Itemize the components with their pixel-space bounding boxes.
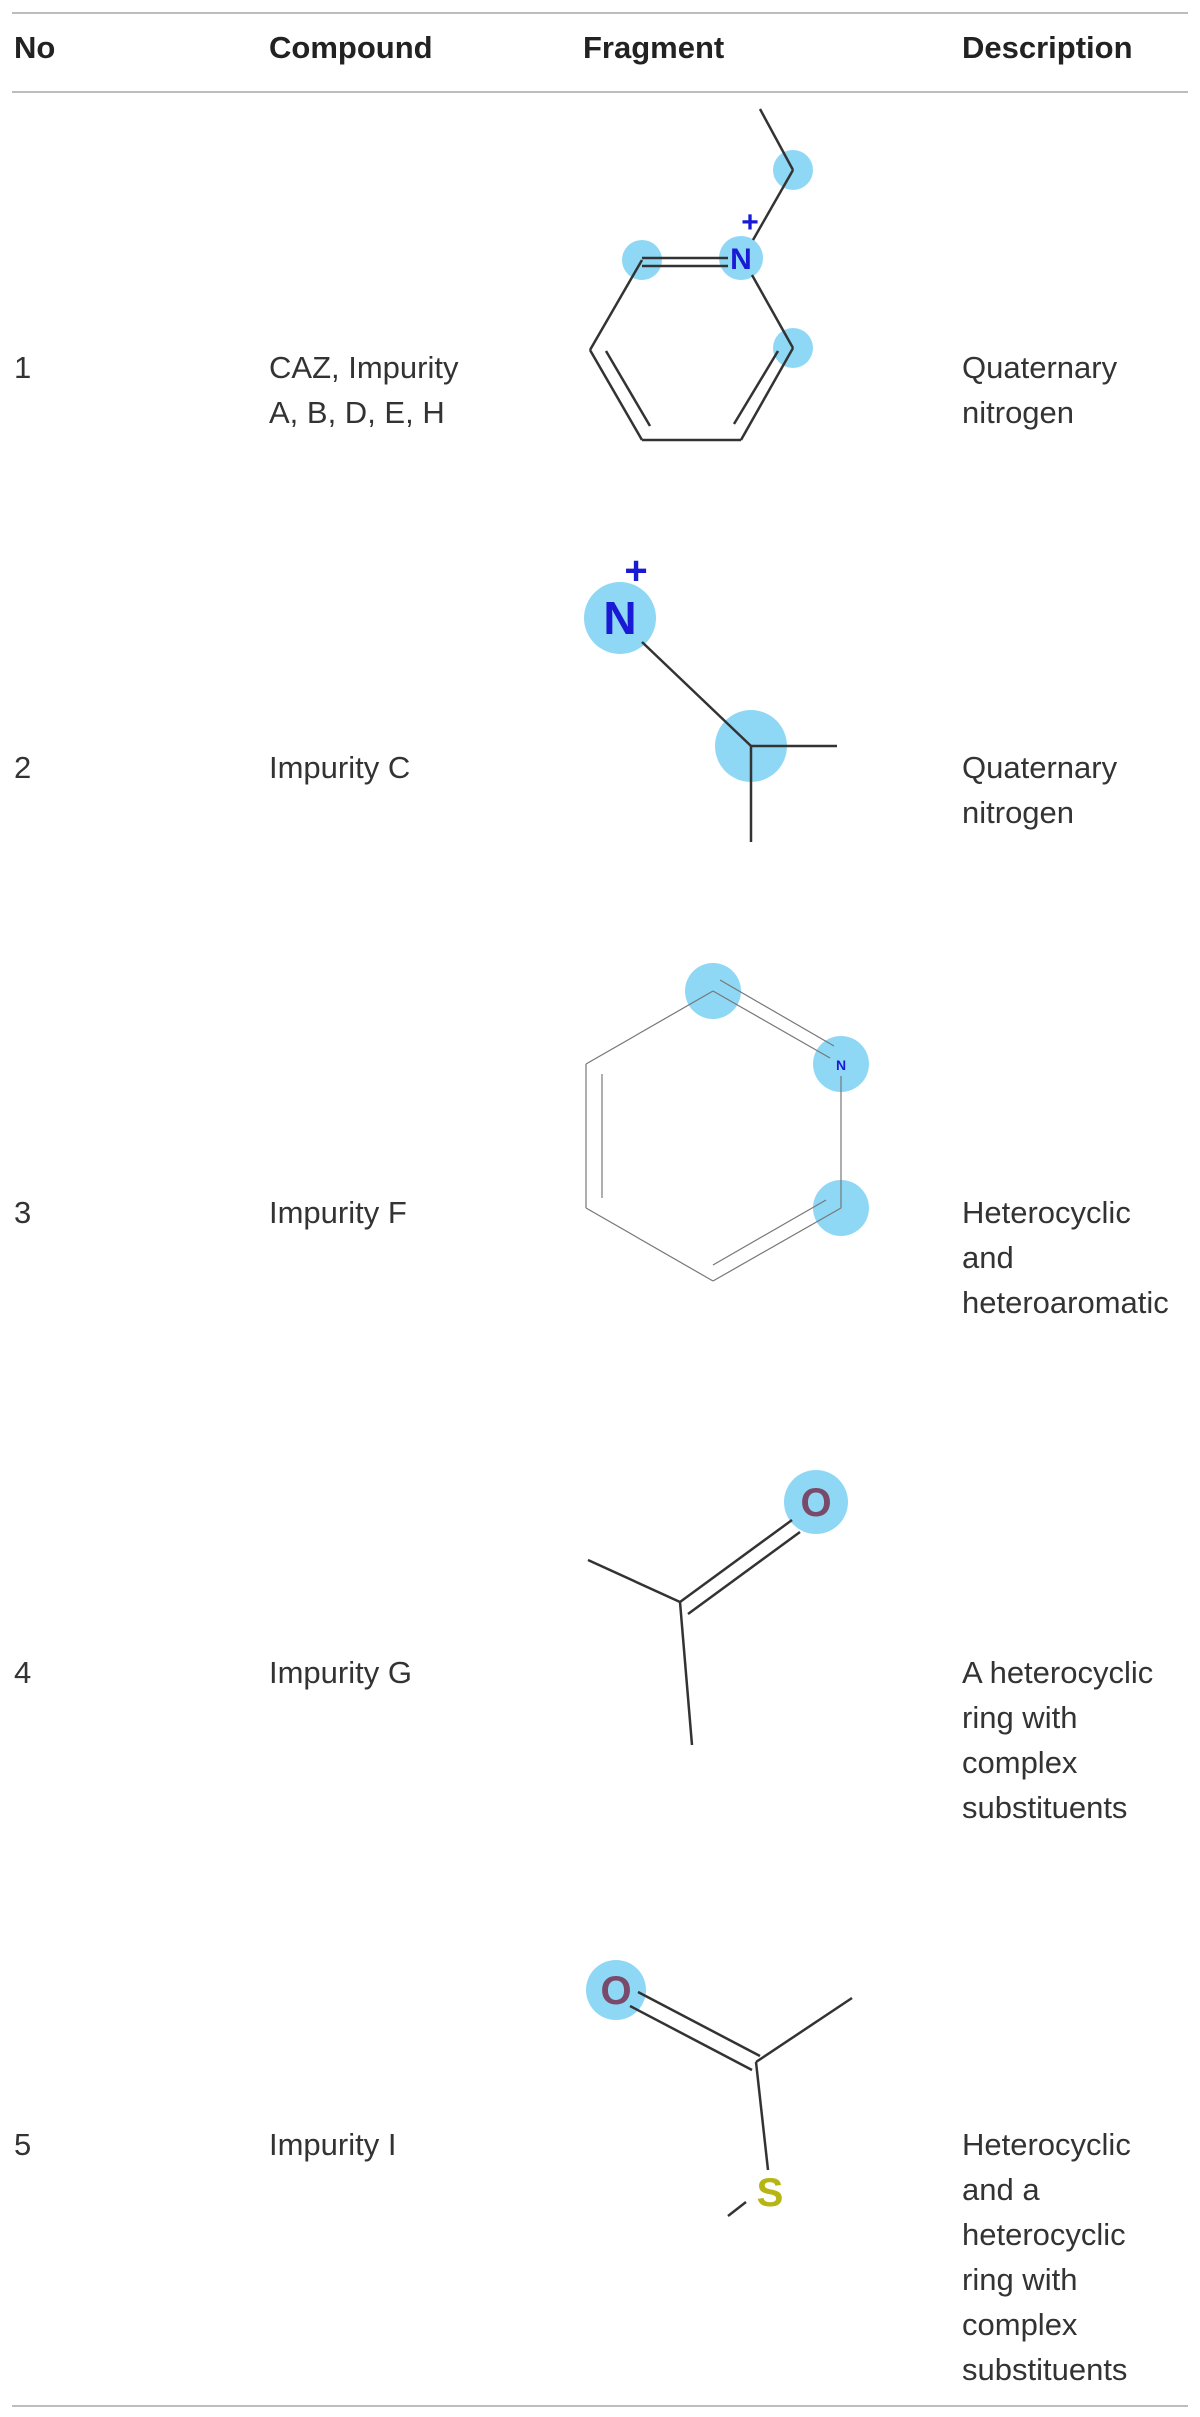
highlight-atom (719, 236, 763, 280)
compound-line: Impurity C (269, 750, 411, 785)
row-no: 1 (14, 350, 32, 385)
atom-label-nitrogen: N (730, 243, 752, 276)
row-description: Heterocyclic and heteroaromatic (962, 1190, 1169, 1325)
atom-label-sulfur: S (757, 2171, 784, 2215)
row-description: Quaternary nitrogen (962, 745, 1117, 835)
header-compound: Compound (269, 30, 433, 65)
atom-label-nitrogen: N (836, 1057, 846, 1073)
description-line: Quaternary (962, 750, 1118, 785)
description-line: A heterocyclic (962, 1655, 1154, 1690)
description-line: ring with (962, 1700, 1078, 1735)
description-line: ring with (962, 2262, 1078, 2297)
fragment-structure: N (585, 963, 869, 1282)
header-description: Description (962, 30, 1133, 65)
compound-line: Impurity F (269, 1195, 407, 1230)
description-line: substituents (962, 1790, 1128, 1825)
description-line: complex (962, 1745, 1078, 1780)
description-line: heterocyclic (962, 2217, 1126, 2252)
description-line: and (962, 1240, 1014, 1275)
row-no: 5 (14, 2127, 32, 2162)
header-no: No (14, 30, 56, 65)
header-bottom-rule (12, 91, 1188, 93)
row-description: Heterocyclic and a heterocyclic ring wit… (962, 2122, 1131, 2392)
row-compound: Impurity C (269, 745, 410, 790)
compound-line: A, B, D, E, H (269, 395, 445, 430)
fragment-structure: O (587, 1470, 848, 1746)
description-line: Quaternary (962, 350, 1118, 385)
description-line: Heterocyclic (962, 1195, 1131, 1230)
description-line: substituents (962, 2352, 1128, 2387)
header-fragment: Fragment (583, 30, 725, 65)
description-line: heteroaromatic (962, 1285, 1169, 1320)
fragment-structure: O S (586, 1960, 853, 2217)
row-description: A heterocyclic ring with complex substit… (962, 1650, 1153, 1830)
row-compound: Impurity F (269, 1190, 407, 1235)
table-top-rule (12, 12, 1188, 14)
highlight-atom (584, 582, 656, 654)
row-compound: Impurity G (269, 1650, 412, 1695)
compound-line: Impurity I (269, 2127, 397, 2162)
atom-label-oxygen: O (600, 1969, 631, 2013)
compound-line: CAZ, Impurity (269, 350, 459, 385)
fragment-structure: N + (584, 550, 837, 842)
row-no: 2 (14, 750, 32, 785)
description-line: complex (962, 2307, 1078, 2342)
row-no: 3 (14, 1195, 32, 1230)
row-compound: CAZ, Impurity A, B, D, E, H (269, 345, 458, 435)
table-bottom-rule (12, 2405, 1188, 2407)
highlight-atom (813, 1036, 869, 1092)
charge-label: + (741, 206, 759, 239)
highlight-atom (784, 1470, 848, 1534)
compound-line: Impurity G (269, 1655, 412, 1690)
row-compound: Impurity I (269, 2122, 396, 2167)
row-no: 4 (14, 1655, 32, 1690)
description-line: and a (962, 2172, 1040, 2207)
description-line: nitrogen (962, 395, 1075, 430)
charge-label: + (624, 550, 647, 593)
description-line: nitrogen (962, 795, 1075, 830)
highlight-atom (586, 1960, 646, 2020)
atom-label-nitrogen: N (603, 592, 636, 644)
fragment-structure: N + (588, 108, 813, 442)
description-line: Heterocyclic (962, 2127, 1131, 2162)
atom-label-oxygen: O (800, 1481, 831, 1525)
row-description: Quaternary nitrogen (962, 345, 1117, 435)
